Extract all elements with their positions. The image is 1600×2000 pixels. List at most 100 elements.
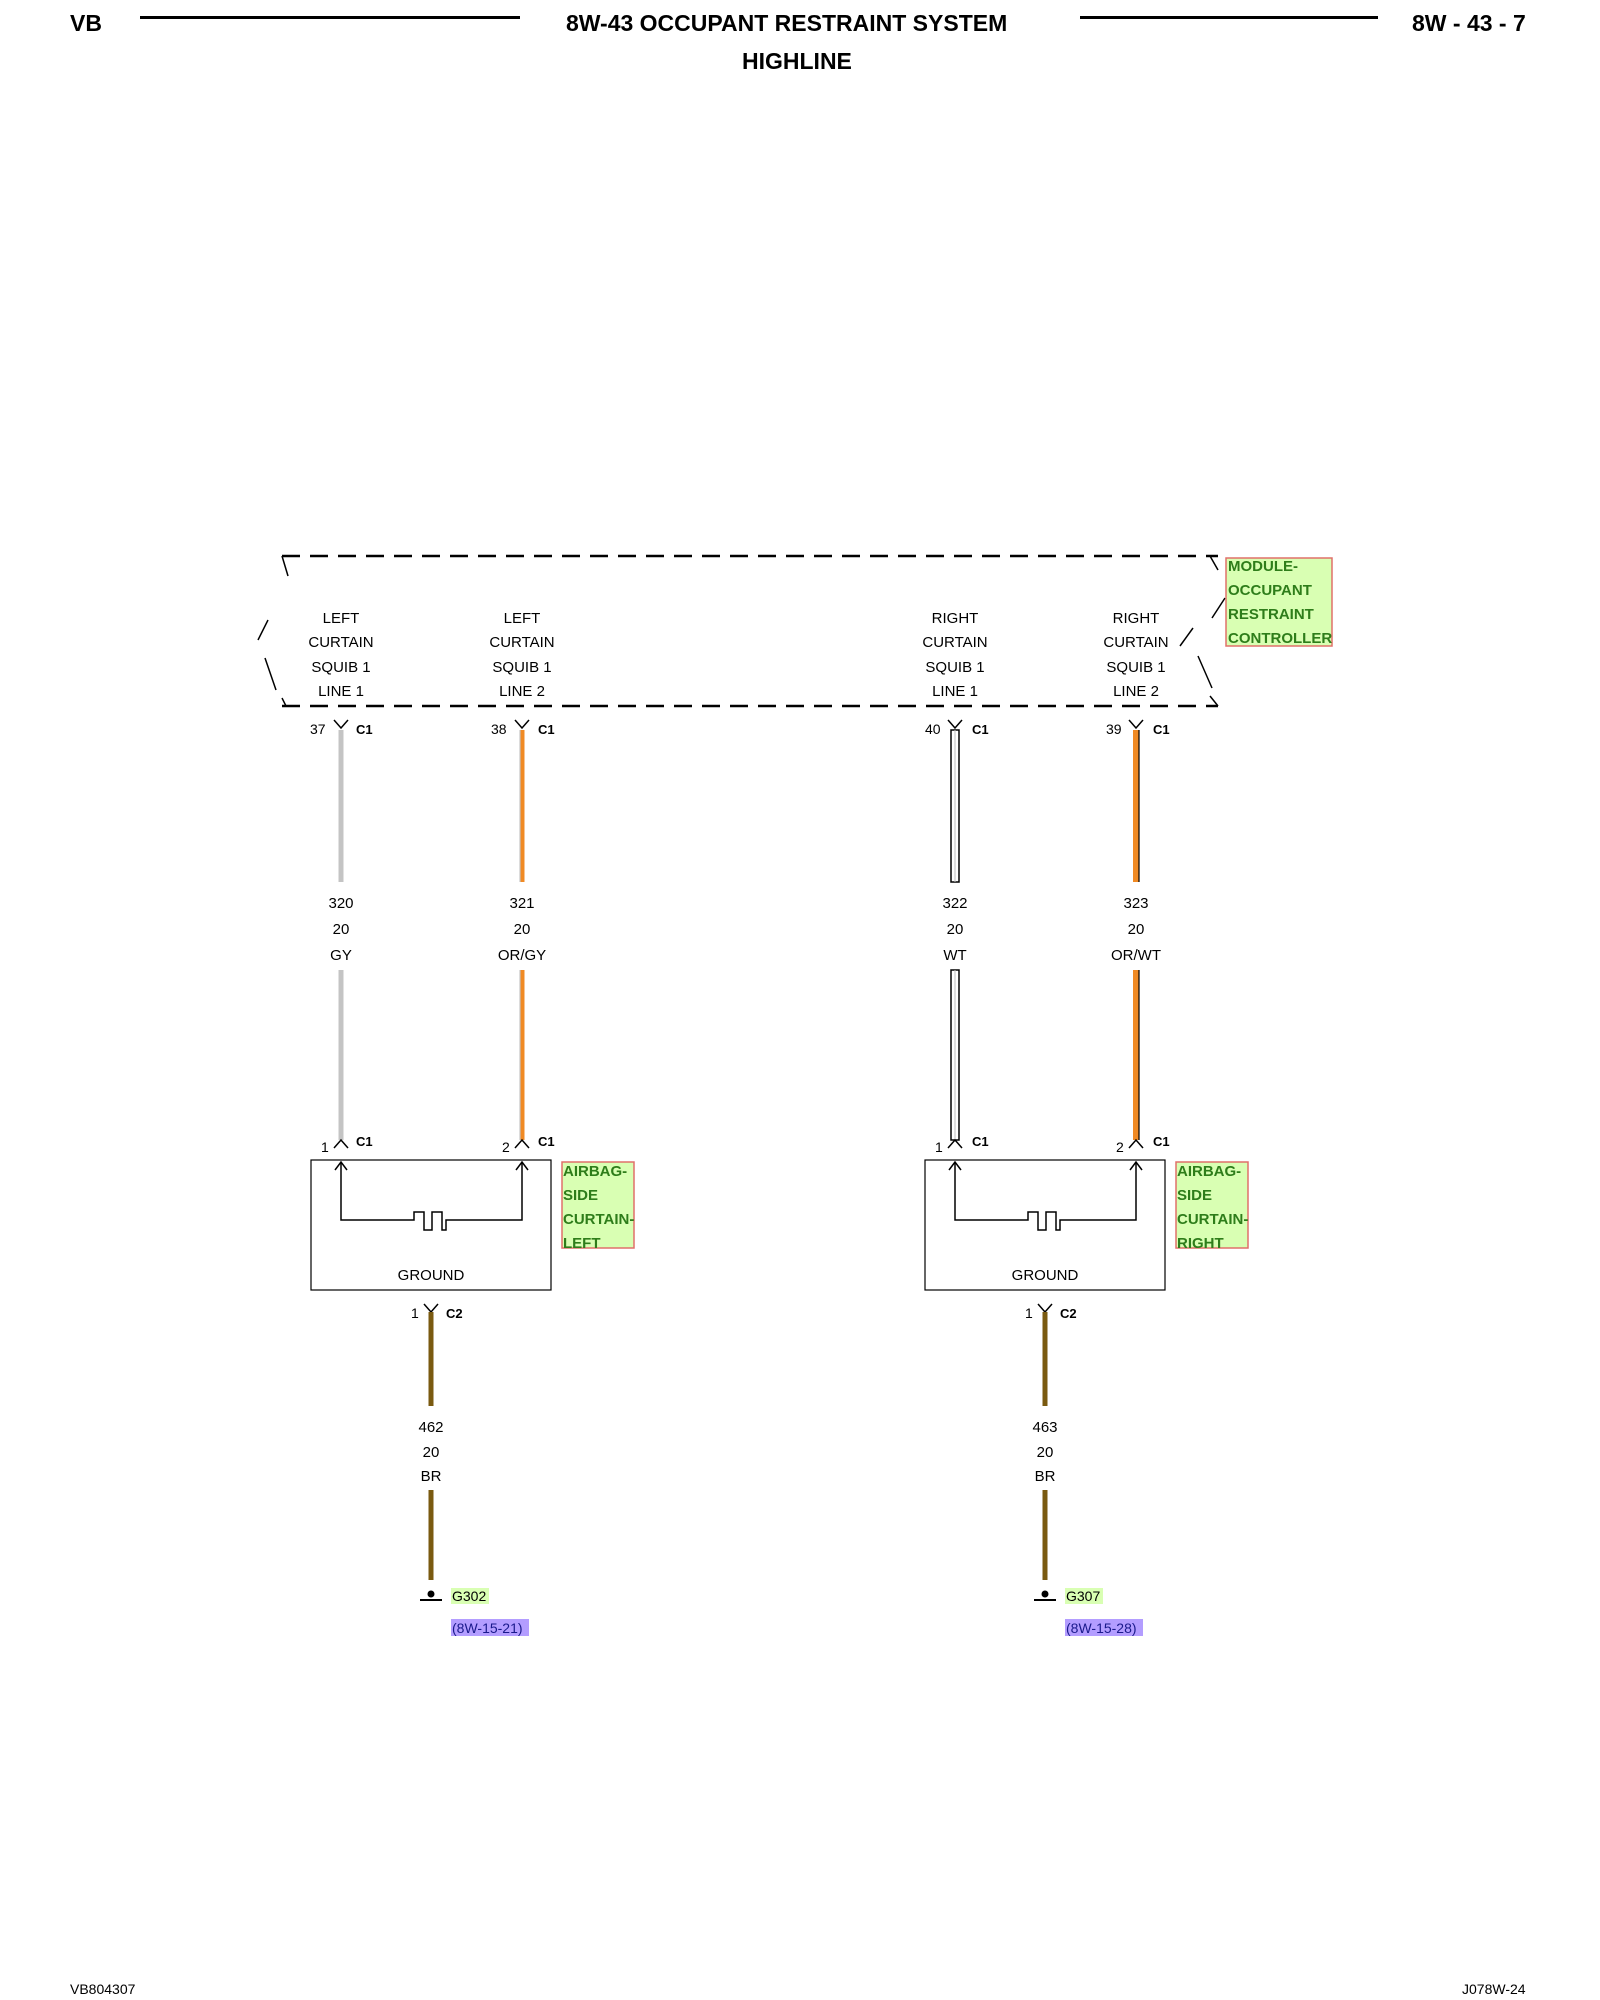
circuit-4-label-4: LINE 2 — [1113, 683, 1159, 700]
ground-right-connector: C2 — [1060, 1306, 1077, 1321]
wire-463-color: BR — [1035, 1468, 1056, 1485]
circuit-labels: LEFT CURTAIN SQUIB 1 LINE 1 LEFT CURTAIN… — [308, 610, 1168, 700]
circuit-1-label-4: LINE 1 — [318, 683, 364, 700]
pin-40: 40 — [925, 721, 941, 737]
module-tag-line-4: CONTROLLER — [1228, 630, 1332, 647]
circuit-3-label-1: RIGHT — [932, 610, 979, 627]
circuit-3-label-4: LINE 1 — [932, 683, 978, 700]
wires — [338, 729, 1140, 1141]
wire-321-color: OR/GY — [498, 947, 546, 964]
airbag-right-tag-line-4: RIGHT — [1177, 1235, 1224, 1252]
footer-right-code: J078W-24 — [1462, 1981, 1526, 1997]
wire-320-number: 320 — [328, 895, 353, 912]
airbag-right-connector-2: C1 — [1153, 1134, 1170, 1149]
airbag-left-tag-line-4: LEFT — [563, 1235, 601, 1252]
ground-left-connector: C2 — [446, 1306, 463, 1321]
ground-id-right-text: G307 — [1066, 1588, 1100, 1604]
airbag-left-connector-2: C1 — [538, 1134, 555, 1149]
ground-connectors: 1 C2 1 C2 — [411, 1303, 1077, 1321]
wire-323-color: OR/WT — [1111, 947, 1161, 964]
circuit-1-label-3: SQUIB 1 — [311, 659, 370, 676]
wire-320-color: GY — [330, 947, 352, 964]
wire-321-gauge: 20 — [514, 921, 531, 938]
circuit-3-label-3: SQUIB 1 — [925, 659, 984, 676]
pin-fork-40 — [947, 719, 963, 730]
wire-462-number: 462 — [418, 1419, 443, 1436]
ground-id-left-text: G302 — [452, 1588, 486, 1604]
wire-323-number: 323 — [1123, 895, 1148, 912]
module-tag[interactable]: MODULE- OCCUPANT RESTRAINT CONTROLLER — [1225, 557, 1333, 647]
module-tag-line-3: RESTRAINT — [1228, 606, 1314, 623]
ground-ref-left-link[interactable]: (8W-15-21) — [451, 1619, 529, 1636]
circuit-2-label-3: SQUIB 1 — [492, 659, 551, 676]
ground-symbol-left — [420, 1590, 442, 1601]
airbag-right-tag-line-1: AIRBAG- — [1177, 1163, 1241, 1180]
wire-322-gauge: 20 — [947, 921, 964, 938]
airbag-right-ground-label: GROUND — [1012, 1267, 1079, 1284]
page-title: 8W-43 OCCUPANT RESTRAINT SYSTEM — [566, 10, 1008, 36]
squib-left-symbol — [334, 1160, 529, 1231]
ground-id-right[interactable]: G307 — [1065, 1588, 1103, 1604]
pin-39: 39 — [1106, 721, 1122, 737]
header-rule-right — [1080, 16, 1378, 19]
circuit-4-label-1: RIGHT — [1113, 610, 1160, 627]
circuit-1-label-2: CURTAIN — [308, 634, 373, 651]
wire-462-color: BR — [421, 1468, 442, 1485]
wire-codes: 320 20 GY 321 20 OR/GY 322 20 WT 323 20 … — [328, 895, 1161, 964]
header-left: VB — [70, 10, 102, 36]
circuit-4-label-3: SQUIB 1 — [1106, 659, 1165, 676]
airbag-right-pin-1: 1 — [935, 1139, 943, 1155]
wire-463-gauge: 20 — [1037, 1444, 1054, 1461]
airbag-left-tag-line-2: SIDE — [563, 1187, 598, 1204]
airbag-left-connector-1: C1 — [356, 1134, 373, 1149]
squib-right-symbol — [948, 1160, 1143, 1231]
wire-323[interactable] — [1133, 730, 1140, 1140]
airbag-pins: 1 C1 2 C1 1 C1 2 C1 — [321, 1134, 1170, 1155]
module-pins: 37 C1 38 C1 40 C1 39 C1 — [310, 719, 1170, 737]
circuit-2-label-1: LEFT — [504, 610, 541, 627]
ground-right-pin: 1 — [1025, 1305, 1033, 1321]
airbag-right[interactable]: GROUND — [924, 1159, 1166, 1291]
circuit-4-label-2: CURTAIN — [1103, 634, 1168, 651]
module-tag-line-1: MODULE- — [1228, 558, 1298, 575]
module-tag-line-2: OCCUPANT — [1228, 582, 1312, 599]
airbag-right-pin-2: 2 — [1116, 1139, 1124, 1155]
airbag-left-tag[interactable]: AIRBAG- SIDE CURTAIN- LEFT — [561, 1161, 635, 1252]
ground-ref-right-text: (8W-15-28) — [1066, 1620, 1137, 1636]
circuit-1-label-1: LEFT — [323, 610, 360, 627]
circuit-2-label-4: LINE 2 — [499, 683, 545, 700]
airbag-left-tag-line-3: CURTAIN- — [563, 1211, 634, 1228]
pin-38: 38 — [491, 721, 507, 737]
airbag-right-connector-1: C1 — [972, 1134, 989, 1149]
footer-left-code: VB804307 — [70, 1981, 136, 1997]
airbag-right-tag-line-3: CURTAIN- — [1177, 1211, 1248, 1228]
page-number: 8W - 43 - 7 — [1412, 10, 1526, 36]
airbag-right-tag-line-2: SIDE — [1177, 1187, 1212, 1204]
connector-c1-40: C1 — [972, 722, 989, 737]
airbag-left-ground-label: GROUND — [398, 1267, 465, 1284]
connector-c1-37: C1 — [356, 722, 373, 737]
airbag-right-tag[interactable]: AIRBAG- SIDE CURTAIN- RIGHT — [1175, 1161, 1249, 1252]
pin-fork-38 — [514, 719, 530, 730]
ground-ref-right-link[interactable]: (8W-15-28) — [1065, 1619, 1143, 1636]
airbag-left[interactable]: GROUND — [310, 1159, 552, 1291]
wire-463-number: 463 — [1032, 1419, 1057, 1436]
connector-c1-39: C1 — [1153, 722, 1170, 737]
wire-320-gauge: 20 — [333, 921, 350, 938]
airbag-left-pin-2: 2 — [502, 1139, 510, 1155]
circuit-3-label-2: CURTAIN — [922, 634, 987, 651]
ground-id-left[interactable]: G302 — [451, 1588, 489, 1604]
wire-321[interactable] — [519, 730, 525, 1140]
header-rule-left — [140, 16, 520, 19]
wire-462-gauge: 20 — [423, 1444, 440, 1461]
wire-322-number: 322 — [942, 895, 967, 912]
airbag-left-tag-line-1: AIRBAG- — [563, 1163, 627, 1180]
module-outline — [257, 554, 1226, 708]
ground-wire-codes: 462 20 BR 463 20 BR — [418, 1419, 1057, 1485]
ground-ref-left-text: (8W-15-21) — [452, 1620, 523, 1636]
ground-left-pin: 1 — [411, 1305, 419, 1321]
wire-322-color: WT — [943, 947, 966, 964]
pin-fork-39 — [1128, 719, 1144, 730]
wire-323-gauge: 20 — [1128, 921, 1145, 938]
